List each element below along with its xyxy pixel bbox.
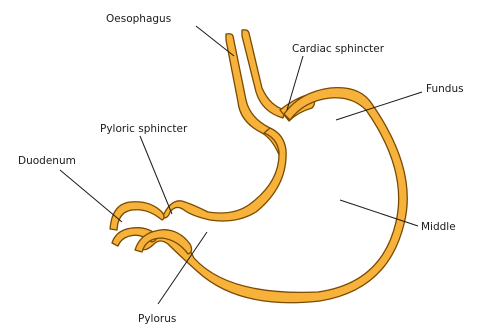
cardiac-sphincter-label: Cardiac sphincter — [292, 43, 385, 55]
oesophagus-right-wall — [242, 30, 285, 118]
middle-label: Middle — [421, 221, 456, 233]
fundus-label: Fundus — [426, 83, 464, 95]
stomach-inner-wall — [162, 128, 286, 221]
duodenum-upper-wall — [110, 202, 164, 230]
stomach-outer-wall — [140, 88, 407, 303]
duodenum-leader — [60, 170, 122, 222]
pyloric-sphincter-label: Pyloric sphincter — [100, 123, 188, 135]
duodenum-label: Duodenum — [18, 155, 76, 167]
oesophagus-label: Oesophagus — [106, 13, 171, 25]
pylorus-label: Pylorus — [138, 313, 176, 325]
